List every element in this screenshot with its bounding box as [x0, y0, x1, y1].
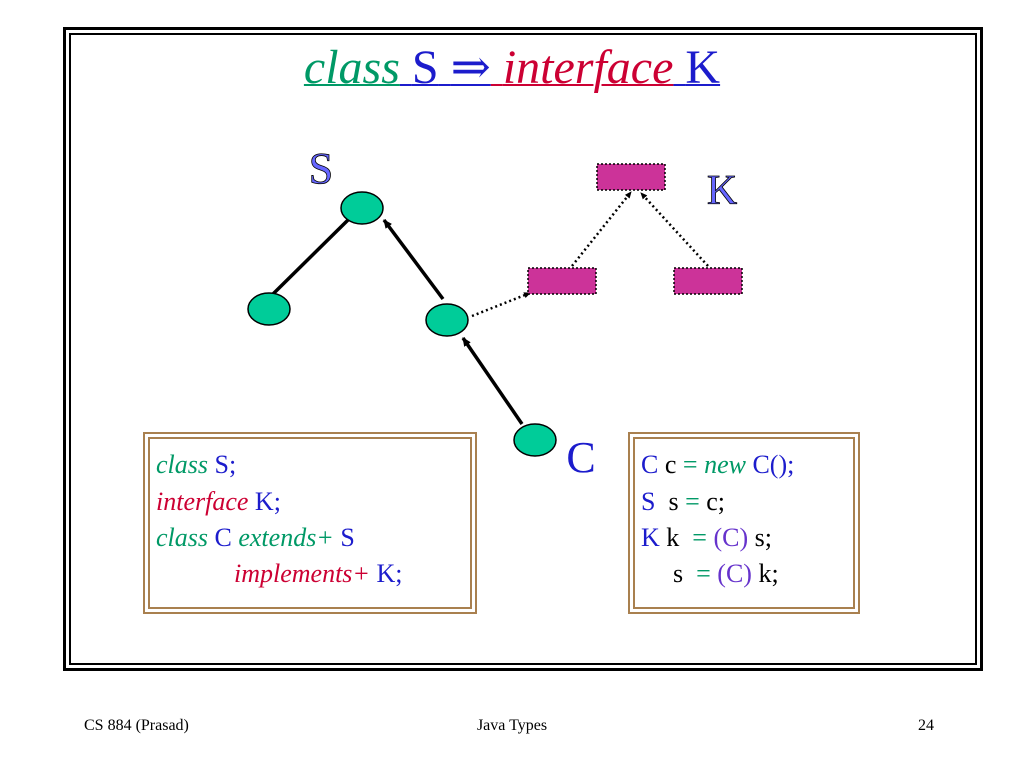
class-node-mid: [425, 303, 469, 337]
decl-line-2: interface K;: [156, 487, 281, 517]
kw-implements: implements+: [234, 559, 370, 588]
slide-frame-inner: [69, 33, 977, 665]
semicolon: ;: [228, 450, 237, 479]
var-s: s: [673, 559, 684, 588]
edge-mid-to-s: [382, 218, 445, 301]
edge-c-to-mid: [461, 337, 524, 425]
ctor-call: C();: [752, 450, 795, 479]
var-k: k: [666, 523, 680, 552]
kw-class: class: [156, 450, 208, 479]
title-interface-keyword: interface: [502, 41, 674, 94]
equals: =: [692, 523, 707, 552]
footer-topic: Java Types: [476, 717, 548, 734]
declarations-box: class S; interface K; class C extends+ S…: [143, 432, 477, 614]
decl-line-4: implements+ K;: [234, 559, 402, 589]
footer-page-number: 24: [918, 717, 934, 734]
type-s: S: [641, 487, 656, 516]
title-k: K: [685, 41, 721, 94]
assign-line-2: S s = c;: [641, 487, 725, 517]
ident-c: C: [214, 523, 232, 552]
cast-c: (C): [713, 523, 749, 552]
class-node-c: [513, 423, 557, 457]
edge-mid-to-interface: [471, 291, 531, 318]
label-s: S: [309, 144, 333, 193]
edge-iface-left-to-k: [571, 191, 632, 267]
var-s: s: [668, 487, 679, 516]
interface-node-left: [527, 267, 597, 295]
kw-extends: extends+: [238, 523, 334, 552]
type-c: C: [641, 450, 659, 479]
kw-new: new: [704, 450, 746, 479]
decl-line-1: class S;: [156, 450, 236, 480]
edge-iface-right-to-k: [640, 192, 709, 267]
kw-class: class: [156, 523, 208, 552]
ident-s: S: [214, 450, 229, 479]
assignments-box: C c = new C(); S s = c; K k = (C) s; s =…: [628, 432, 860, 614]
label-c: C: [566, 433, 595, 482]
slide-frame-outer: [63, 27, 983, 671]
semicolon: ;: [273, 487, 281, 516]
title-arrow: ⇒: [450, 41, 491, 94]
label-k: K: [707, 168, 737, 214]
value-c: c;: [706, 487, 726, 516]
value-k: k;: [758, 559, 779, 588]
kw-interface: interface: [156, 487, 249, 516]
title-s: S: [411, 41, 439, 94]
equals: =: [685, 487, 700, 516]
title-class-keyword: class: [303, 41, 400, 94]
edge-left-child-to-s: [271, 217, 351, 296]
class-node-left-child: [247, 292, 291, 326]
class-node-s: [340, 191, 384, 225]
interface-node-right: [673, 267, 743, 295]
decl-line-3: class C extends+ S: [156, 523, 355, 553]
ident-k: K: [254, 487, 274, 516]
var-c: c: [664, 450, 677, 479]
interface-node-k: [596, 163, 666, 191]
type-k: K: [641, 523, 660, 552]
value-s: s;: [754, 523, 772, 552]
footer-course: CS 884 (Prasad): [84, 717, 189, 734]
ident-s: S: [340, 523, 355, 552]
equals: =: [696, 559, 711, 588]
assign-line-1: C c = new C();: [641, 450, 794, 480]
assign-line-4: s = (C) k;: [673, 559, 779, 589]
slide-title: class S ⇒ interface K: [0, 38, 1024, 98]
equals: =: [682, 450, 698, 479]
ident-k: K: [376, 559, 396, 588]
semicolon: ;: [395, 559, 403, 588]
cast-c: (C): [717, 559, 752, 588]
assign-line-3: K k = (C) s;: [641, 523, 772, 553]
